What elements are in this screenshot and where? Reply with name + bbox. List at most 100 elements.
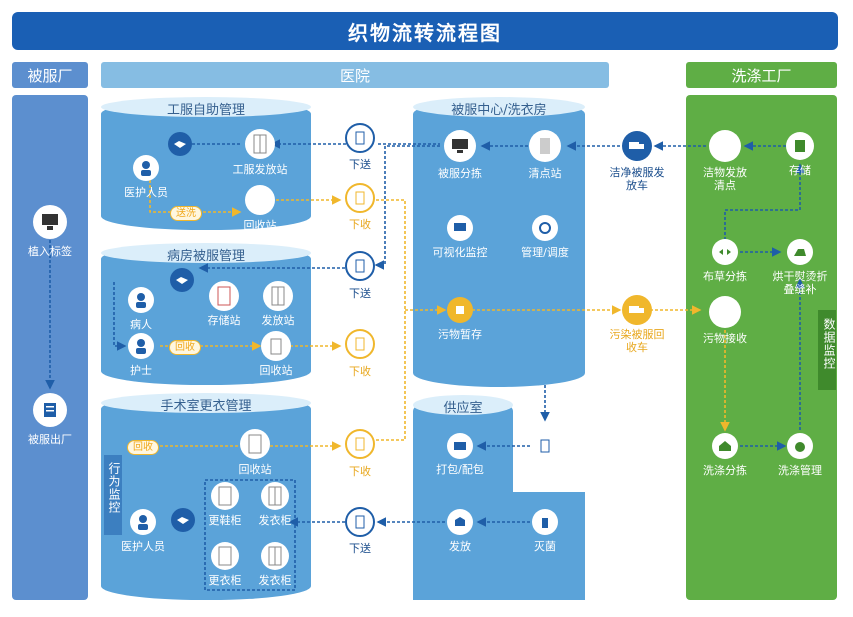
dirty-temp-icon — [447, 297, 473, 323]
shoe-cabinet-icon — [211, 482, 239, 510]
patient-icon — [128, 287, 154, 313]
handshake-icon — [168, 132, 192, 156]
storage-station-icon — [209, 281, 239, 311]
wash-manage-icon — [787, 433, 813, 459]
ward-cap — [101, 243, 311, 263]
staff-return-station-label: 回收站 — [243, 219, 277, 232]
supply-title: 供应室 — [443, 401, 483, 416]
implant-tag-icon — [33, 205, 67, 239]
dispatch-cabinet-2-label: 发衣柜 — [258, 574, 292, 587]
factory-header: 被服厂 — [12, 62, 88, 88]
dirty-temp-label: 污物暂存 — [438, 328, 482, 341]
down-send-2-label: 下送 — [349, 287, 371, 300]
behavior-tab — [104, 455, 122, 535]
ship-out-icon — [33, 393, 67, 427]
down-send-1-label: 下送 — [349, 158, 371, 171]
store-label: 存储 — [789, 164, 811, 177]
dispatch-cabinet-1-label: 发衣柜 — [258, 514, 292, 527]
nurse-icon — [128, 333, 154, 359]
down-recv-1-label: 下收 — [349, 218, 371, 231]
dirty-receive-label: 污物接收 — [703, 332, 747, 345]
staff-self-title: 工服自助管理 — [166, 103, 246, 118]
visual-monitor-label: 可视化监控 — [432, 246, 488, 259]
storage-station-label: 存储站 — [207, 314, 241, 327]
wash-sort-label: 洗涤分拣 — [703, 464, 747, 477]
down-send-2-icon — [345, 251, 375, 281]
dispatch-cabinet-1-icon — [261, 482, 289, 510]
down-recv-3-label: 下收 — [349, 465, 371, 478]
iron-label: 烘干熨烫折叠缝补 — [772, 270, 828, 296]
supply-issue-icon — [447, 509, 473, 535]
pack-icon — [447, 433, 473, 459]
behavior-label: 行为监控 — [107, 462, 121, 514]
schedule-label: 管理/调度 — [521, 246, 569, 259]
inventory-station-icon — [529, 130, 561, 162]
ward-title: 病房被服管理 — [166, 249, 246, 264]
sterilize-label: 灭菌 — [534, 540, 556, 553]
down-recv-1-icon — [345, 183, 375, 213]
surgery-return-station-icon — [240, 429, 270, 459]
cloth-sort-label: 布草分拣 — [703, 270, 747, 283]
ward-dispatch-label: 发放站 — [261, 314, 295, 327]
surgery-title: 手术室更衣管理 — [160, 399, 252, 414]
nurse-label: 护士 — [130, 364, 152, 377]
patient-label: 病人 — [130, 318, 152, 331]
pack-label: 打包/配包 — [436, 463, 484, 476]
staff-return-station-icon — [245, 185, 275, 215]
implant-tag-label: 植入标签 — [28, 245, 72, 258]
medical-staff-icon — [133, 155, 159, 181]
schedule-icon — [532, 215, 558, 241]
down-recv-3-icon — [345, 429, 375, 459]
send-wash-tag: 送洗 — [170, 206, 202, 221]
sterilize-icon — [532, 509, 558, 535]
supply-dispatch-icon — [532, 433, 558, 459]
dirty-truck-label: 污染被服回收车 — [609, 328, 665, 354]
clean-dispatch-icon — [709, 130, 741, 162]
center-title: 被服中心/洗衣房 — [451, 103, 547, 118]
inventory-station-label: 清点站 — [528, 167, 562, 180]
shoe-cabinet-label: 更鞋柜 — [208, 514, 242, 527]
down-send-1-icon — [345, 123, 375, 153]
cloth-sort-icon — [712, 239, 738, 265]
staff-self-cap — [101, 97, 311, 117]
staff-dispatch-station-label: 工服发放站 — [232, 163, 288, 176]
wash-sort-icon — [712, 433, 738, 459]
down-recv-2-label: 下收 — [349, 365, 371, 378]
down-recv-2-icon — [345, 329, 375, 359]
surgery-cap — [101, 393, 311, 413]
linen-sort-icon — [444, 130, 476, 162]
ward-return-station-label: 回收站 — [259, 364, 293, 377]
surgery-staff-label: 医护人员 — [121, 540, 165, 553]
wash-manage-label: 洗涤管理 — [778, 464, 822, 477]
supply-dispatch-label: 发放 — [534, 463, 556, 476]
supply-cap — [413, 395, 513, 415]
visual-monitor-icon — [447, 215, 473, 241]
laundry-panel — [686, 95, 837, 600]
down-send-3-icon — [345, 507, 375, 537]
laundry-header: 洗涤工厂 — [686, 62, 837, 88]
dispatch-cabinet-2-icon — [261, 542, 289, 570]
clean-truck-icon — [622, 131, 652, 161]
page-title: 织物流转流程图 — [12, 12, 838, 50]
iron-icon — [787, 239, 813, 265]
ward-recycle-tag: 回收 — [169, 340, 201, 355]
surgery-return-station-label: 回收站 — [238, 463, 272, 476]
ward-handshake-icon — [170, 268, 194, 292]
change-cabinet-label: 更衣柜 — [208, 574, 242, 587]
staff-dispatch-station-icon — [245, 129, 275, 159]
change-cabinet-icon — [211, 542, 239, 570]
ship-out-label: 被服出厂 — [28, 433, 72, 446]
clean-truck-label: 洁净被服发放车 — [609, 166, 665, 192]
store-icon — [786, 132, 814, 160]
ward-dispatch-icon — [263, 281, 293, 311]
linen-sort-label: 被服分拣 — [438, 167, 482, 180]
supply-issue-label: 发放 — [449, 540, 471, 553]
down-send-3-label: 下送 — [349, 542, 371, 555]
clean-dispatch-label: 洁物发放清点 — [703, 166, 747, 192]
surgery-recycle-tag: 回收 — [127, 440, 159, 455]
medical-staff-label: 医护人员 — [124, 186, 168, 199]
data-monitor-label: 数据监控 — [822, 318, 836, 370]
data-monitor-tab — [818, 310, 836, 390]
surgery-staff-icon — [130, 509, 156, 535]
